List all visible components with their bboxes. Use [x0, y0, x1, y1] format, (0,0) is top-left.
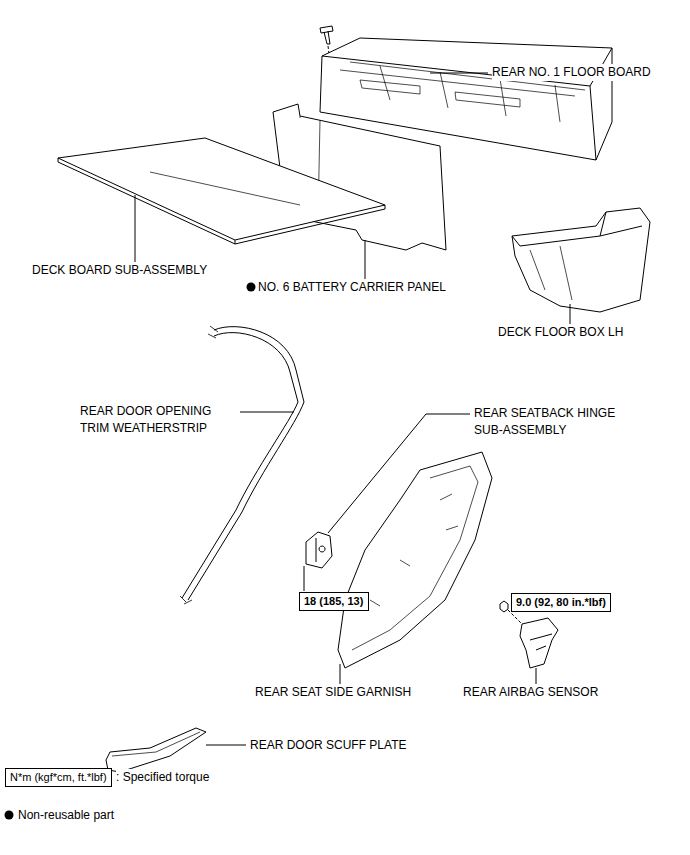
deck-board: [58, 138, 385, 262]
legend-text: Non-reusable part: [18, 807, 114, 824]
deck-floor-box: [512, 208, 650, 326]
torque-value: 9.0 (92, 80 in.*lbf): [516, 595, 606, 610]
scuff-plate: [106, 728, 246, 772]
torque-value: 18 (185, 13): [304, 594, 364, 609]
part-name: DECK FLOOR BOX LH: [498, 324, 623, 341]
torque-box: N*m (kgf*cm, ft.*lbf): [5, 768, 112, 787]
airbag-sensor: [500, 601, 558, 685]
non-reusable-symbol: [5, 811, 14, 820]
part-name: REAR SEAT SIDE GARNISH: [255, 684, 411, 701]
part-name: NO. 6 BATTERY CARRIER PANEL: [258, 279, 446, 296]
part-name: REAR SEATBACK HINGE SUB-ASSEMBLY: [474, 405, 642, 439]
part-name: REAR AIRBAG SENSOR: [463, 684, 598, 701]
torque-box: 18 (185, 13): [299, 592, 369, 611]
weatherstrip: [180, 326, 304, 604]
seat-side-garnish: [338, 452, 492, 684]
torque-value: N*m (kgf*cm, ft.*lbf): [10, 770, 107, 785]
part-name: REAR NO. 1 FLOOR BOARD: [492, 64, 651, 81]
part-name: REAR DOOR OPENING TRIM WEATHERSTRIP: [80, 403, 232, 437]
part-name: REAR DOOR SCUFF PLATE: [250, 737, 406, 754]
torque-box: 9.0 (92, 80 in.*lbf): [511, 593, 611, 612]
legend-text: : Specified torque: [116, 769, 209, 786]
part-name: DECK BOARD SUB-ASSEMBLY: [32, 262, 207, 279]
